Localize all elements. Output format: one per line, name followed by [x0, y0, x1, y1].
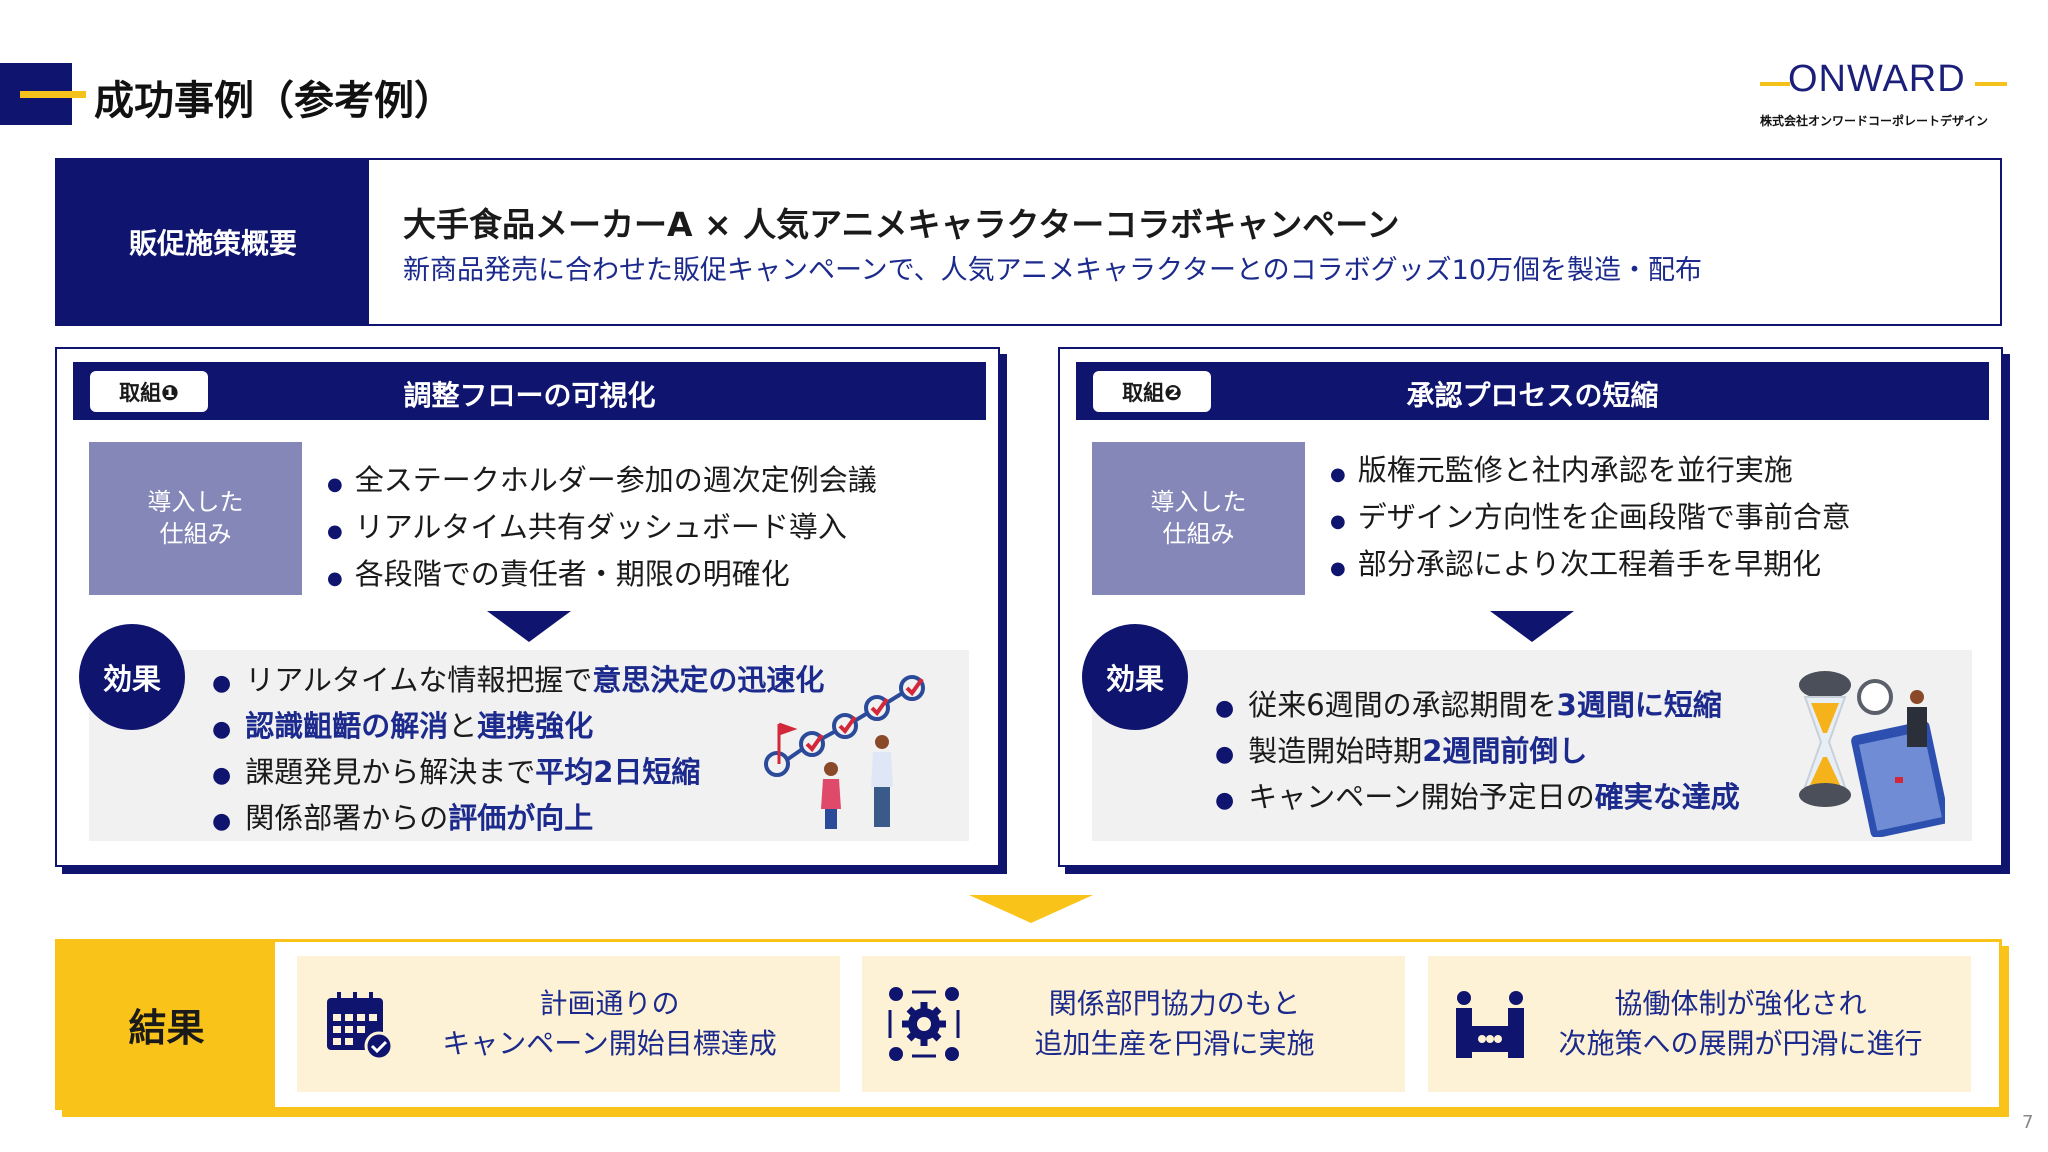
list-item: ●製造開始時期2週間前倒し [1215, 734, 1588, 768]
result-item: 計画通りのキャンペーン開始目標達成 [297, 956, 840, 1092]
initiative-badge: 取組❶ [90, 371, 208, 412]
list-item: ●デザイン方向性を企画段階で事前合意 [1330, 500, 1851, 534]
effect-list: ●リアルタイムな情報把握で意思決定の迅速化 ●認識齟齬の解消と連携強化 ●課題発… [212, 659, 824, 843]
item-highlight: 意思決定の迅速化 [592, 663, 825, 697]
item-highlight: 平均2日短縮 [535, 755, 701, 789]
item-text: 関係部署からの [245, 801, 449, 835]
down-arrow-icon [969, 895, 1093, 923]
list-item: ●リアルタイムな情報把握で意思決定の迅速化 [212, 663, 825, 697]
result-line: キャンペーン開始目標達成 [442, 1027, 777, 1060]
result-line: 関係部門協力のもと [1048, 987, 1301, 1020]
result-label: 結果 [58, 942, 275, 1107]
mechanism-list: ●版権元監修と社内承認を並行実施 ●デザイン方向性を企画段階で事前合意 ●部分承… [1330, 449, 1851, 590]
overview-description: 新商品発売に合わせた販促キャンペーンで、人気アニメキャラクターとのコラボグッズ1… [403, 255, 1703, 286]
page-title: 成功事例（参考例） [94, 78, 454, 124]
item-highlight: 確実な達成 [1594, 780, 1740, 814]
list-item: ●版権元監修と社内承認を並行実施 [1330, 453, 1793, 487]
item-text: リアルタイム共有ダッシュボード導入 [354, 510, 847, 544]
item-text: 版権元監修と社内承認を並行実施 [1357, 453, 1793, 487]
company-logo: ONWARD [1788, 58, 1966, 100]
item-highlight: 連携強化 [477, 709, 594, 743]
down-arrow-icon [487, 611, 571, 642]
item-text: キャンペーン開始予定日の [1248, 780, 1595, 814]
item-highlight: 2週間前倒し [1422, 734, 1588, 768]
item-highlight: 評価が向上 [448, 801, 594, 835]
mechanism-label-line: 導入した [1150, 488, 1247, 517]
result-line: 追加生産を円滑に実施 [1034, 1027, 1315, 1060]
company-name: 株式会社オンワードコーポレートデザイン [1760, 114, 1989, 128]
initiative-card-2: 取組❷ 承認プロセスの短縮 導入した 仕組み ●版権元監修と社内承認を並行実施 … [1058, 347, 2003, 867]
initiative-badge: 取組❷ [1093, 371, 1211, 412]
item-text: 部分承認により次工程着手を早期化 [1357, 547, 1822, 581]
collaboration-icon [1456, 991, 1524, 1058]
item-text: リアルタイムな情報把握で [245, 663, 593, 697]
item-highlight: 認識齟齬の解消 [245, 709, 449, 743]
list-item: ●全ステークホルダー参加の週次定例会議 [327, 463, 877, 497]
list-item: ●キャンペーン開始予定日の確実な達成 [1215, 780, 1740, 814]
result-text: 関係部門協力のもと追加生産を円滑に実施 [964, 984, 1405, 1064]
result-item: 協働体制が強化され次施策への展開が円滑に進行 [1428, 956, 1971, 1092]
title-accent-line [20, 91, 86, 98]
list-item: ●リアルタイム共有ダッシュボード導入 [327, 510, 847, 544]
item-highlight: 3週間に短縮 [1556, 688, 1722, 722]
mechanism-label-line: 仕組み [159, 519, 232, 548]
card-header: 取組❷ 承認プロセスの短縮 [1076, 362, 1989, 420]
gear-team-icon [888, 987, 960, 1061]
effect-list: ●従来6週間の承認期間を3週間に短縮 ●製造開始時期2週間前倒し ●キャンペーン… [1215, 684, 1740, 822]
item-text: 課題発見から解決まで [245, 755, 536, 789]
result-text: 計画通りのキャンペーン開始目標達成 [399, 984, 840, 1064]
item-text: 各段階での責任者・期限の明確化 [354, 557, 790, 591]
card-title: 承認プロセスの短縮 [1406, 379, 1659, 412]
item-text: と [448, 709, 478, 743]
down-arrow-icon [1490, 611, 1574, 642]
list-item: ●関係部署からの評価が向上 [212, 801, 594, 835]
overview-title: 大手食品メーカーA × 人気アニメキャラクターコラボキャンペーン [403, 205, 1400, 244]
list-item: ●認識齟齬の解消と連携強化 [212, 709, 594, 743]
mechanism-label: 導入した 仕組み [1092, 442, 1305, 595]
item-text: 全ステークホルダー参加の週次定例会議 [354, 463, 877, 497]
effect-badge: 効果 [1082, 624, 1188, 730]
list-item: ●部分承認により次工程着手を早期化 [1330, 547, 1822, 581]
mechanism-label: 導入した 仕組み [89, 442, 302, 595]
list-item: ●従来6週間の承認期間を3週間に短縮 [1215, 688, 1722, 722]
item-text: 従来6週間の承認期間を [1248, 688, 1557, 722]
logo-accent-right [1975, 82, 2007, 86]
result-text: 協働体制が強化され次施策への展開が円滑に進行 [1530, 984, 1971, 1064]
list-item: ●各段階での責任者・期限の明確化 [327, 557, 790, 591]
result-panel: 結果 計画通りのキャンペーン開始目標達成 関係部門協力のもと追加生産を円滑に実施… [55, 939, 2002, 1110]
item-text: デザイン方向性を企画段階で事前合意 [1357, 500, 1851, 534]
hourglass-calendar-illustration [1799, 671, 1945, 837]
mechanism-label-line: 仕組み [1162, 519, 1235, 548]
card-title: 調整フローの可視化 [403, 379, 656, 412]
logo-accent-left [1760, 82, 1790, 86]
card-header: 取組❶ 調整フローの可視化 [73, 362, 986, 420]
effect-badge: 効果 [79, 624, 185, 730]
calendar-check-icon [327, 992, 394, 1061]
item-text: 製造開始時期 [1248, 734, 1423, 768]
result-line: 協働体制が強化され [1614, 987, 1867, 1020]
overview-panel: 販促施策概要 大手食品メーカーA × 人気アニメキャラクターコラボキャンペーン … [55, 158, 2002, 326]
checklist-people-illustration [764, 675, 925, 829]
result-item: 関係部門協力のもと追加生産を円滑に実施 [862, 956, 1405, 1092]
list-item: ●課題発見から解決まで平均2日短縮 [212, 755, 701, 789]
overview-label: 販促施策概要 [57, 160, 369, 324]
mechanism-list: ●全ステークホルダー参加の週次定例会議 ●リアルタイム共有ダッシュボード導入 ●… [327, 459, 877, 600]
mechanism-label-line: 導入した [147, 488, 244, 517]
initiative-card-1: 取組❶ 調整フローの可視化 導入した 仕組み ●全ステークホルダー参加の週次定例… [55, 347, 1000, 867]
result-line: 次施策への展開が円滑に進行 [1558, 1027, 1923, 1060]
result-line: 計画通りの [539, 987, 680, 1020]
page-number: 7 [2022, 1112, 2034, 1133]
